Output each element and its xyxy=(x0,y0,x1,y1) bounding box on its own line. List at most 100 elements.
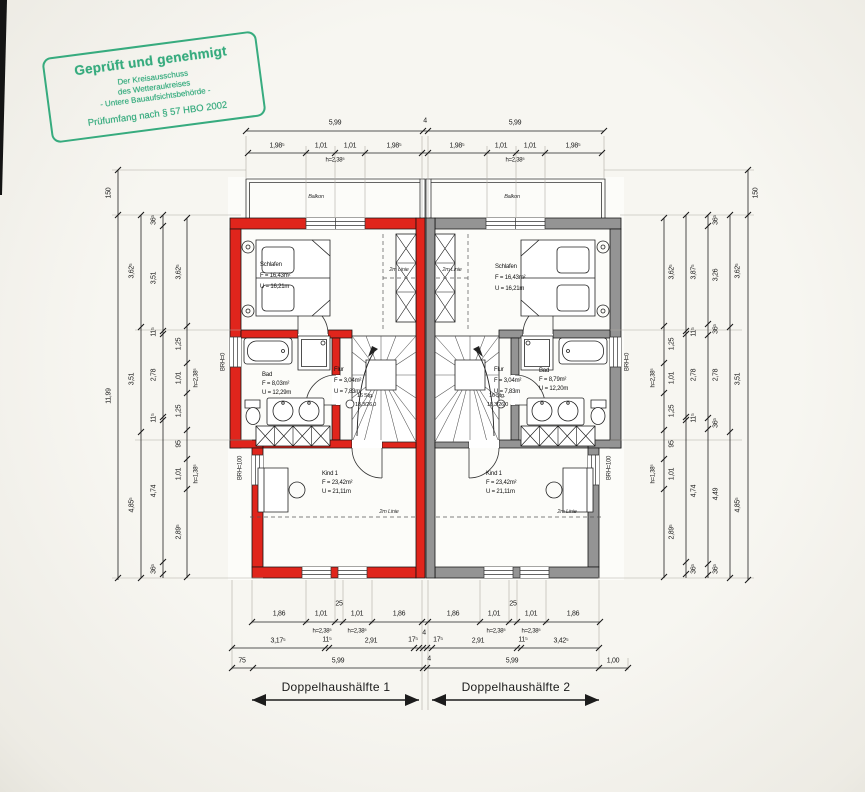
room-area: F = 23,42m² xyxy=(322,480,353,486)
dim-label: 4,85⁵ xyxy=(734,497,742,513)
dim-label: 3,51 xyxy=(128,372,136,386)
dim-label: 1,01 xyxy=(668,371,676,385)
room-label-balcony-left: Balkon xyxy=(308,194,324,200)
room-perimeter: U = 16,21m xyxy=(495,286,525,292)
dim-label: 11⁵ xyxy=(150,413,158,423)
dim-label: 3,62⁵ xyxy=(668,264,676,280)
brh-label: BRH=100 xyxy=(237,455,244,481)
room-area: F = 3,04m² xyxy=(494,378,522,384)
dim-label: 5,99 xyxy=(331,657,345,665)
dim-label: 1,01 xyxy=(343,142,357,150)
room-perimeter: U = 7,83m xyxy=(334,389,361,395)
dim-label: h=2,38⁵ xyxy=(650,368,657,388)
dim-label: 1,86 xyxy=(446,610,460,618)
dim-label: 36⁵ xyxy=(712,418,720,428)
dim-label: h=2,38⁵ xyxy=(521,628,541,635)
dim-label: 150 xyxy=(752,187,760,199)
dim-label: 3,26 xyxy=(712,268,720,282)
two-meter-line-label: 2m Linie xyxy=(557,509,577,515)
dim-label: 36⁵ xyxy=(712,324,720,334)
dim-label: 1,01 xyxy=(175,371,183,385)
dim-label: 36⁵ xyxy=(690,564,698,574)
dim-label: h=2,38⁵ xyxy=(486,628,506,635)
dim-label: 2,91 xyxy=(471,637,485,645)
dim-label: 1,01 xyxy=(523,142,537,150)
dim-label: 1,01 xyxy=(175,467,183,481)
stair-label-right: 16 Stg. xyxy=(489,393,506,399)
dim-label: 17⁵ xyxy=(433,636,443,644)
dim-label: 25 xyxy=(335,600,343,608)
room-label-kind-right: Kind 1 xyxy=(486,471,502,477)
dim-label: 36⁵ xyxy=(712,564,720,574)
dim-label: 3,62⁵ xyxy=(175,264,183,280)
dim-label: 3,87⁵ xyxy=(690,264,698,280)
room-label-schlafen-right: Schlafen xyxy=(495,264,517,270)
dim-label: 1,98⁵ xyxy=(565,142,581,150)
room-label-bad-left: Bad xyxy=(262,372,273,378)
dim-label: 36⁵ xyxy=(712,215,720,225)
dim-label: 1,01 xyxy=(524,610,538,618)
dim-label: 3,42⁵ xyxy=(553,637,569,645)
room-perimeter: U = 21,11m xyxy=(486,489,515,495)
dim-label: 1,98⁵ xyxy=(386,142,402,150)
dim-label: 1,86 xyxy=(566,610,580,618)
bed-icon xyxy=(242,240,330,317)
brh-label: BRH=100 xyxy=(606,455,613,481)
dim-label: 2,89⁵ xyxy=(175,524,183,540)
dimension-lines xyxy=(112,128,754,710)
room-perimeter: U = 12,29m xyxy=(262,390,292,396)
stair-ratio-right: 18,3/26,0 xyxy=(487,402,509,408)
dim-label: 1,25 xyxy=(668,404,676,418)
room-label-schlafen-left: Schlafen xyxy=(260,262,282,268)
room-label-flur-right: Flur xyxy=(494,367,504,373)
room-area: F = 8,79m² xyxy=(539,377,567,383)
dim-label: 4 xyxy=(422,629,426,637)
stair-ratio-left: 18,3/26,0 xyxy=(355,402,377,408)
dim-label: 36⁵ xyxy=(150,215,158,225)
dim-label: 1,01 xyxy=(668,467,676,481)
two-meter-line-label: 2m Linie xyxy=(442,267,462,273)
bath-hatch xyxy=(256,426,330,446)
bathtub-icon xyxy=(244,338,292,364)
two-meter-line xyxy=(250,234,418,517)
dim-label: h=2,38⁵ xyxy=(193,368,200,388)
dim-label: 17⁵ xyxy=(408,636,418,644)
dim-label: 4,85⁵ xyxy=(128,497,136,513)
room-perimeter: U = 7,83m xyxy=(494,389,521,395)
room-label-kind-left: Kind 1 xyxy=(322,471,338,477)
dim-label: 25 xyxy=(509,600,517,608)
dim-label: 3,62⁵ xyxy=(128,263,136,279)
shower-icon xyxy=(298,336,330,370)
dim-label: 1,98⁵ xyxy=(269,142,285,150)
dim-label: 2,78 xyxy=(690,368,698,382)
room-label-balcony-right: Balkon xyxy=(504,194,520,200)
dim-label: 1,86 xyxy=(392,610,406,618)
staircase xyxy=(346,336,416,442)
windows xyxy=(230,218,367,578)
toilet-icon xyxy=(245,400,260,425)
desk-icon xyxy=(258,468,305,512)
dim-label: 11⁵ xyxy=(322,636,332,644)
dim-label: 75 xyxy=(238,657,246,665)
dim-label: 1,01 xyxy=(314,610,328,618)
dim-label: 4,49 xyxy=(712,487,720,501)
dim-label: 2,78 xyxy=(712,368,720,382)
dim-label: 1,01 xyxy=(350,610,364,618)
room-label-flur-left: Flur xyxy=(334,367,344,373)
dim-label: h=1,38⁵ xyxy=(193,464,200,484)
dim-label: 1,98⁵ xyxy=(449,142,465,150)
room-area: F = 16,43m² xyxy=(495,275,526,281)
dim-label: 2,89⁵ xyxy=(668,524,676,540)
dim-label: h=2,38⁵ xyxy=(325,157,345,164)
dim-label: h=2,38⁵ xyxy=(312,628,332,635)
brh-label: BRH=0 xyxy=(220,352,227,372)
dim-label: 5,99 xyxy=(328,119,342,127)
dim-label: 11⁵ xyxy=(690,413,698,423)
house-half-left xyxy=(230,179,425,578)
room-perimeter: U = 21,11m xyxy=(322,489,351,495)
dim-label: 3,51 xyxy=(150,271,158,285)
dim-label: 150 xyxy=(105,187,113,199)
dim-label: 1,01 xyxy=(487,610,501,618)
